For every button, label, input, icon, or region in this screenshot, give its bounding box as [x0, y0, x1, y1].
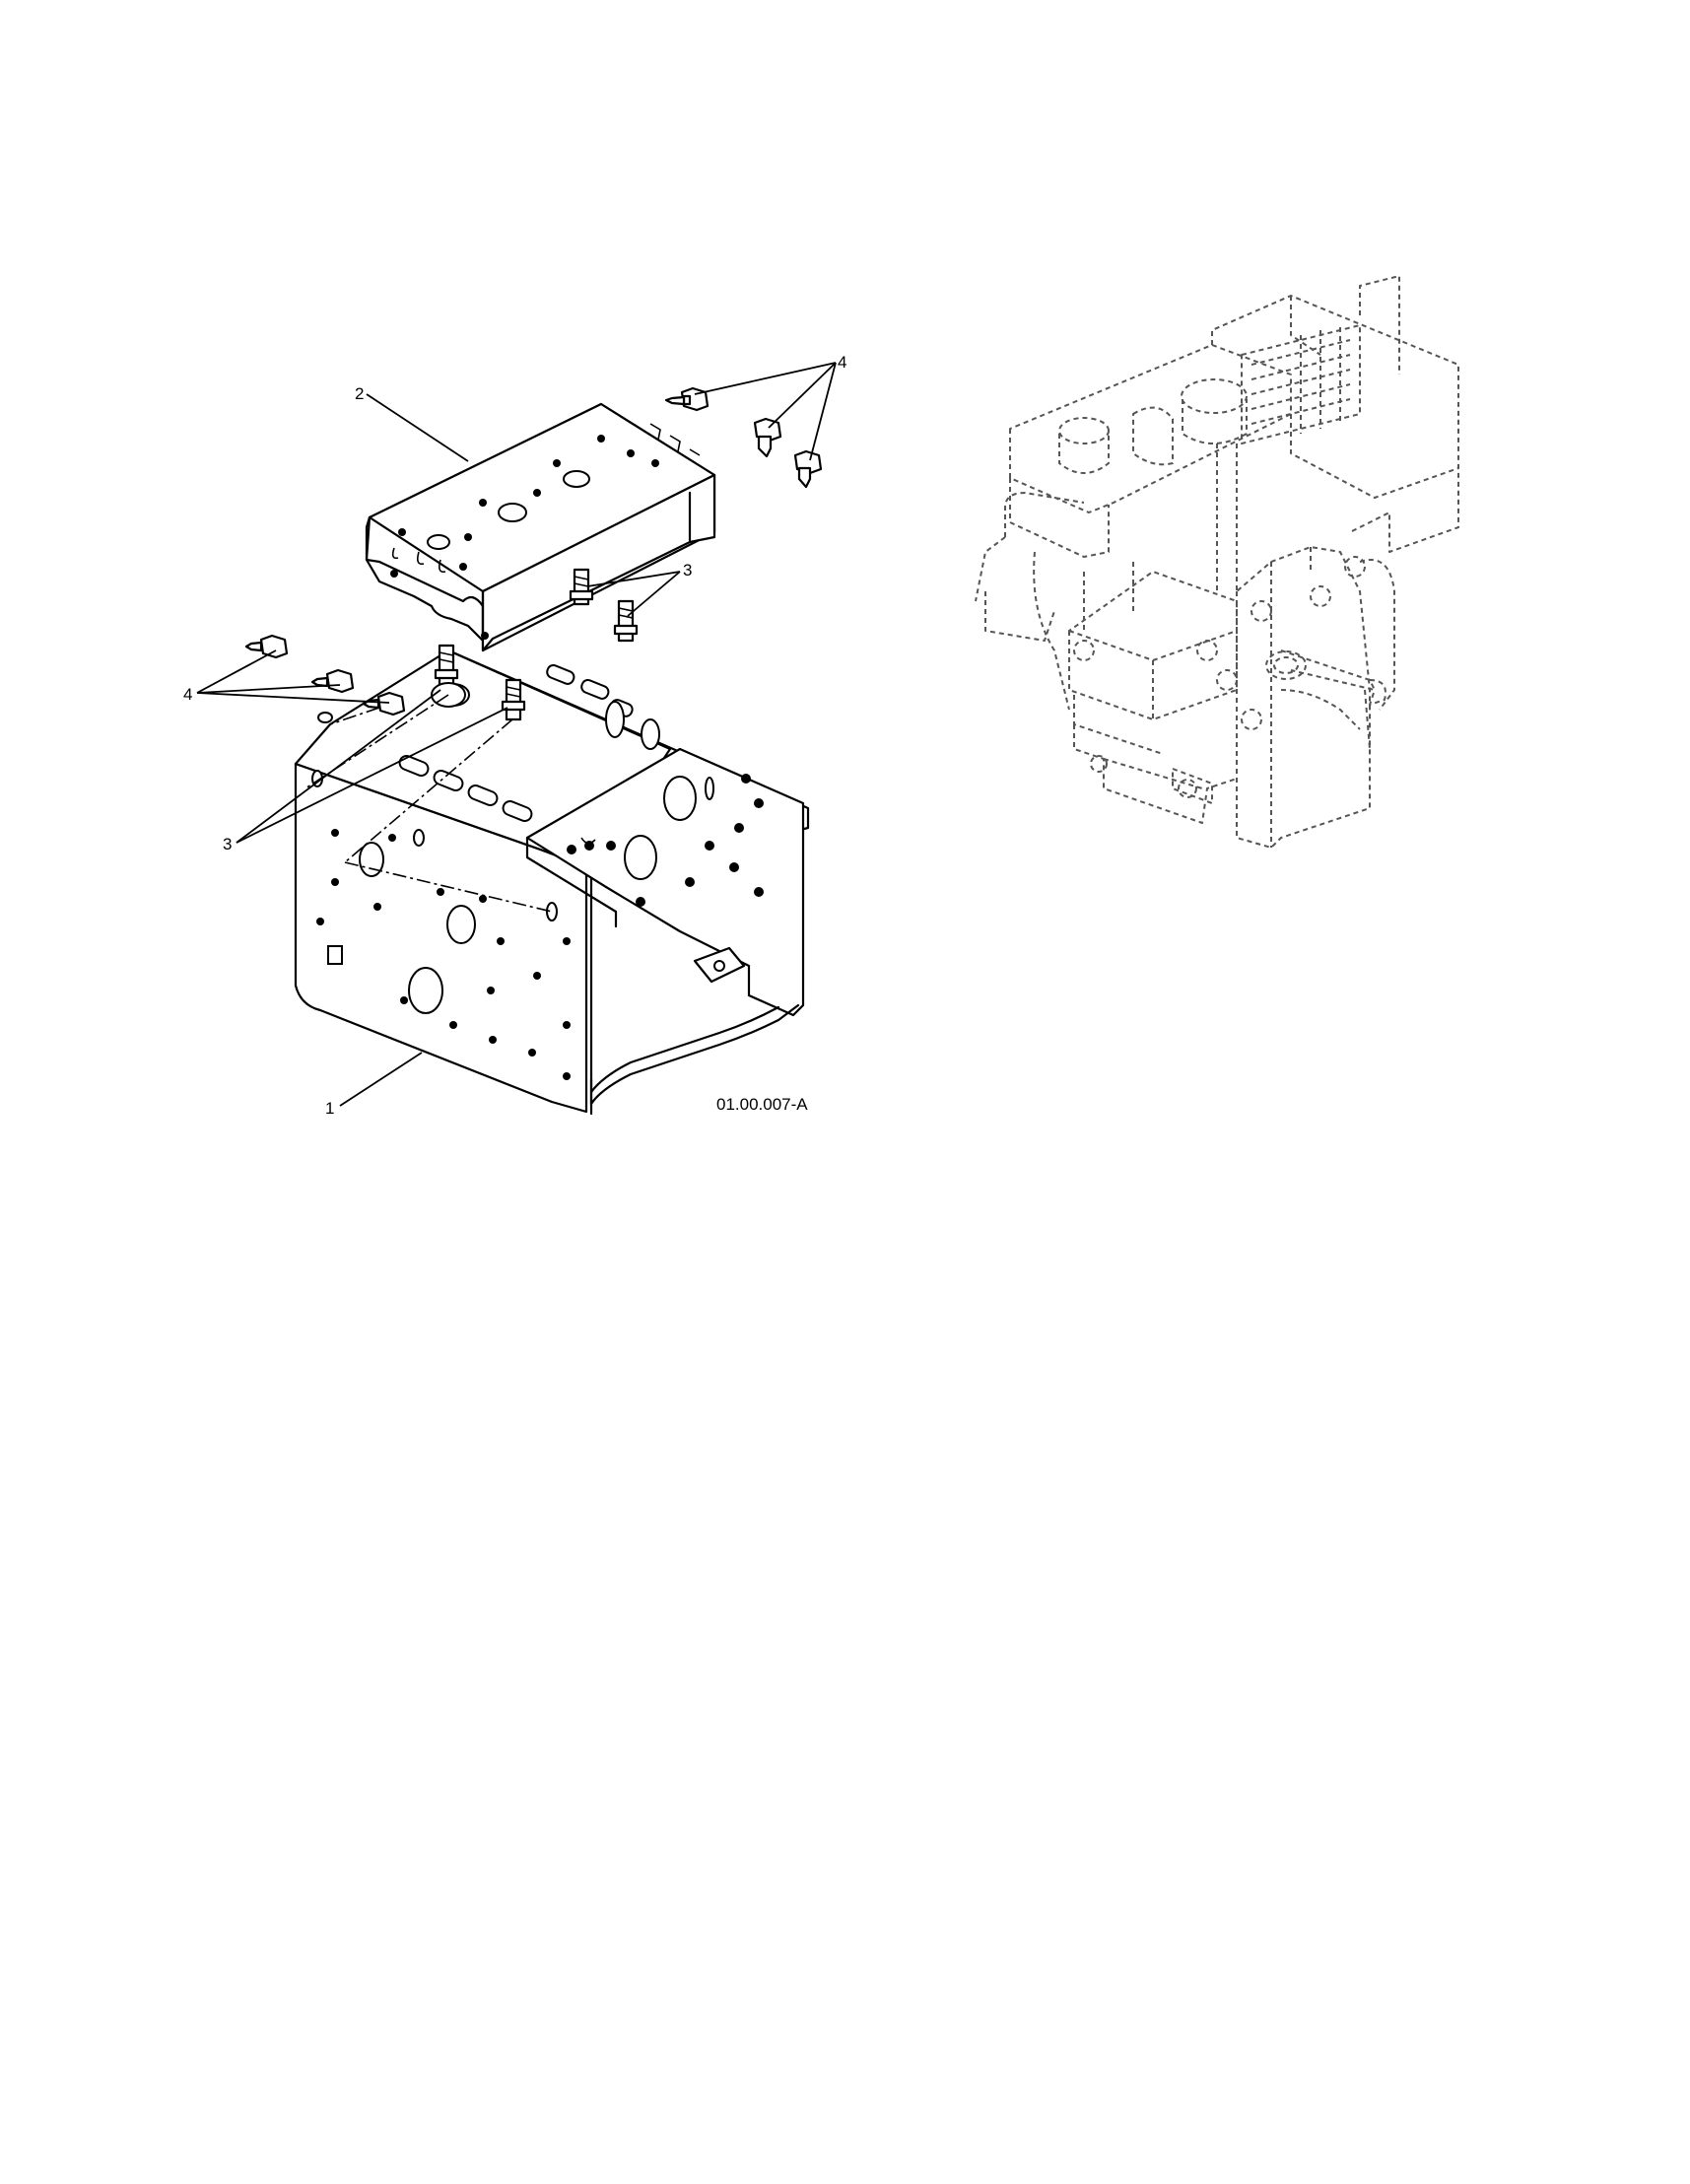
- stud-3d: [501, 678, 526, 721]
- screw-4d: [244, 634, 289, 659]
- callout-4-lower: 4: [183, 685, 192, 704]
- part-2-cover-bracket: [365, 402, 716, 652]
- exploded-frame-assembly: 1 2 3 3 4 4 01.00.007-A: [183, 353, 846, 1118]
- leader-lines: [196, 362, 837, 1107]
- callout-1: 1: [325, 1099, 334, 1118]
- figure-id: 01.00.007-A: [716, 1095, 808, 1114]
- callout-3-upper: 3: [683, 561, 692, 580]
- callout-4-upper: 4: [838, 353, 846, 372]
- engine-locator-view: [975, 275, 1459, 849]
- screw-4b: [753, 417, 782, 458]
- screw-4e: [310, 668, 355, 694]
- callout-3-lower: 3: [223, 835, 232, 853]
- callout-2: 2: [355, 384, 364, 403]
- part-3-studs: [431, 568, 639, 721]
- stud-3b: [613, 599, 639, 643]
- part-4-screws: [244, 386, 823, 717]
- screw-4a: [664, 386, 710, 412]
- screw-4f: [362, 691, 406, 717]
- part-1-frame: [294, 648, 810, 1116]
- screw-4c: [793, 449, 823, 489]
- stud-3a: [569, 568, 594, 606]
